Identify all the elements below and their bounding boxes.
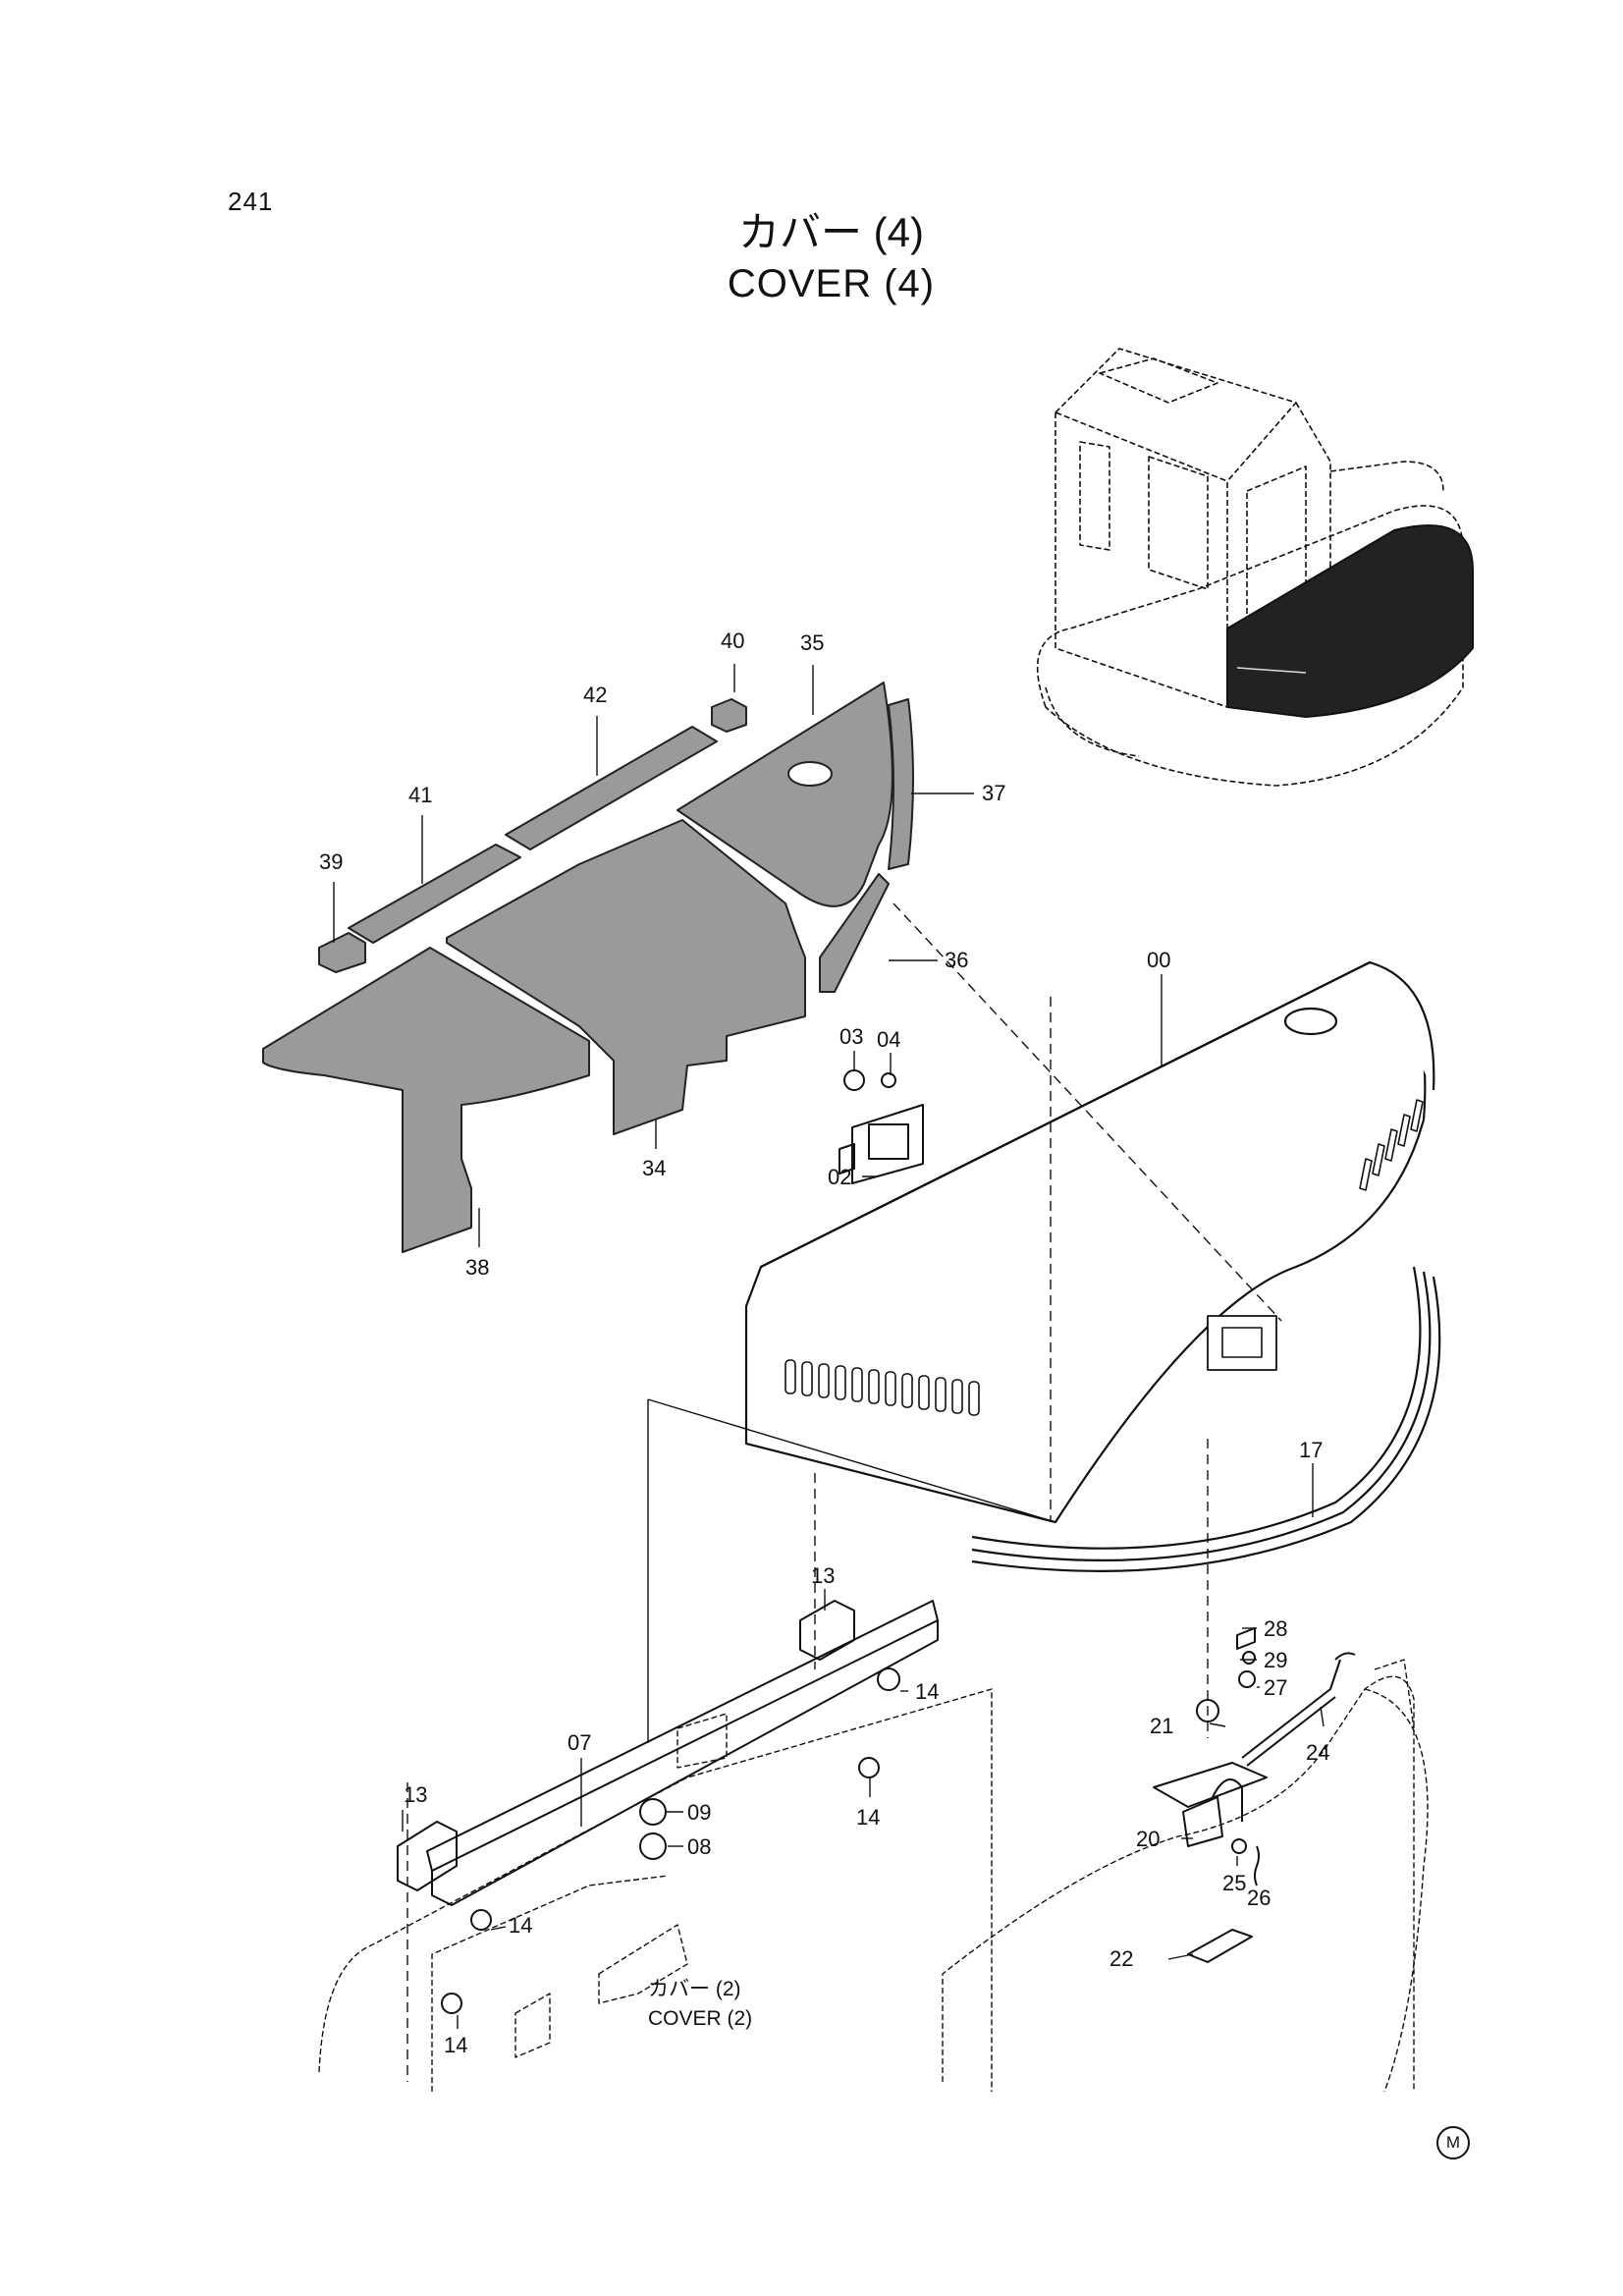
part-label-14-lower: 14	[509, 1913, 532, 1938]
part-label-27: 27	[1264, 1675, 1287, 1700]
part-label-20: 20	[1136, 1827, 1160, 1851]
part-label-26: 26	[1247, 1886, 1271, 1910]
seal-strip-17	[971, 1266, 1441, 1572]
part-label-34: 34	[642, 1156, 666, 1180]
part-label-22: 22	[1109, 1946, 1133, 1971]
part-label-13-lower: 13	[404, 1782, 427, 1807]
part-label-41: 41	[408, 783, 432, 807]
part-label-14-bottom: 14	[444, 2033, 467, 2057]
part-label-42: 42	[583, 683, 607, 707]
main-cover	[744, 960, 1435, 1524]
part-label-36: 36	[945, 948, 968, 972]
overview-counterweight-highlight	[1226, 524, 1474, 718]
part-label-21: 21	[1150, 1714, 1173, 1738]
part-label-40: 40	[721, 629, 744, 653]
part-label-08: 08	[687, 1834, 711, 1859]
part-label-07: 07	[568, 1730, 591, 1755]
counterweight-outline	[942, 1659, 1429, 2093]
part-label-28: 28	[1264, 1616, 1287, 1641]
part-label-02: 02	[828, 1165, 851, 1189]
page-title: カバー (4) COVER (4)	[0, 206, 1623, 308]
part-label-03: 03	[839, 1024, 863, 1049]
part-label-00: 00	[1147, 948, 1170, 972]
part-label-24: 24	[1306, 1740, 1329, 1765]
part-label-29: 29	[1264, 1648, 1287, 1672]
part-label-25: 25	[1222, 1871, 1246, 1895]
pad-hole	[787, 761, 833, 787]
part-label-09: 09	[687, 1800, 711, 1825]
part-label-39: 39	[319, 849, 343, 874]
cover-2-outline	[318, 1688, 993, 2092]
reference-cover-2-jp: カバー (2)	[648, 1978, 741, 2000]
part-label-37: 37	[982, 781, 1005, 805]
part-label-14-middle: 14	[856, 1805, 880, 1830]
model-mark-icon: M	[1436, 2126, 1470, 2159]
bracket-02	[839, 1069, 924, 1184]
part-label-04: 04	[877, 1027, 900, 1052]
title-japanese: カバー (4)	[737, 209, 924, 255]
leader-lines	[333, 664, 1325, 2029]
part-labels: 40 35 42 37 41 39 36 00 03 04 02 34 38 1…	[319, 629, 1329, 2057]
assembly-guide-lines	[406, 902, 1282, 2082]
page-number: 241	[228, 187, 274, 216]
part-label-35: 35	[800, 630, 824, 655]
part-label-13-upper: 13	[811, 1563, 835, 1588]
title-english: COVER (4)	[727, 262, 936, 305]
reference-cover-2-en: COVER (2)	[648, 2007, 752, 2030]
insulation-pads	[262, 682, 914, 1253]
part-label-17: 17	[1299, 1438, 1323, 1462]
rail-07	[397, 1600, 939, 2014]
latch-assembly	[1153, 1627, 1356, 1963]
part-label-38: 38	[465, 1255, 489, 1280]
part-label-14-upper: 14	[915, 1679, 939, 1704]
